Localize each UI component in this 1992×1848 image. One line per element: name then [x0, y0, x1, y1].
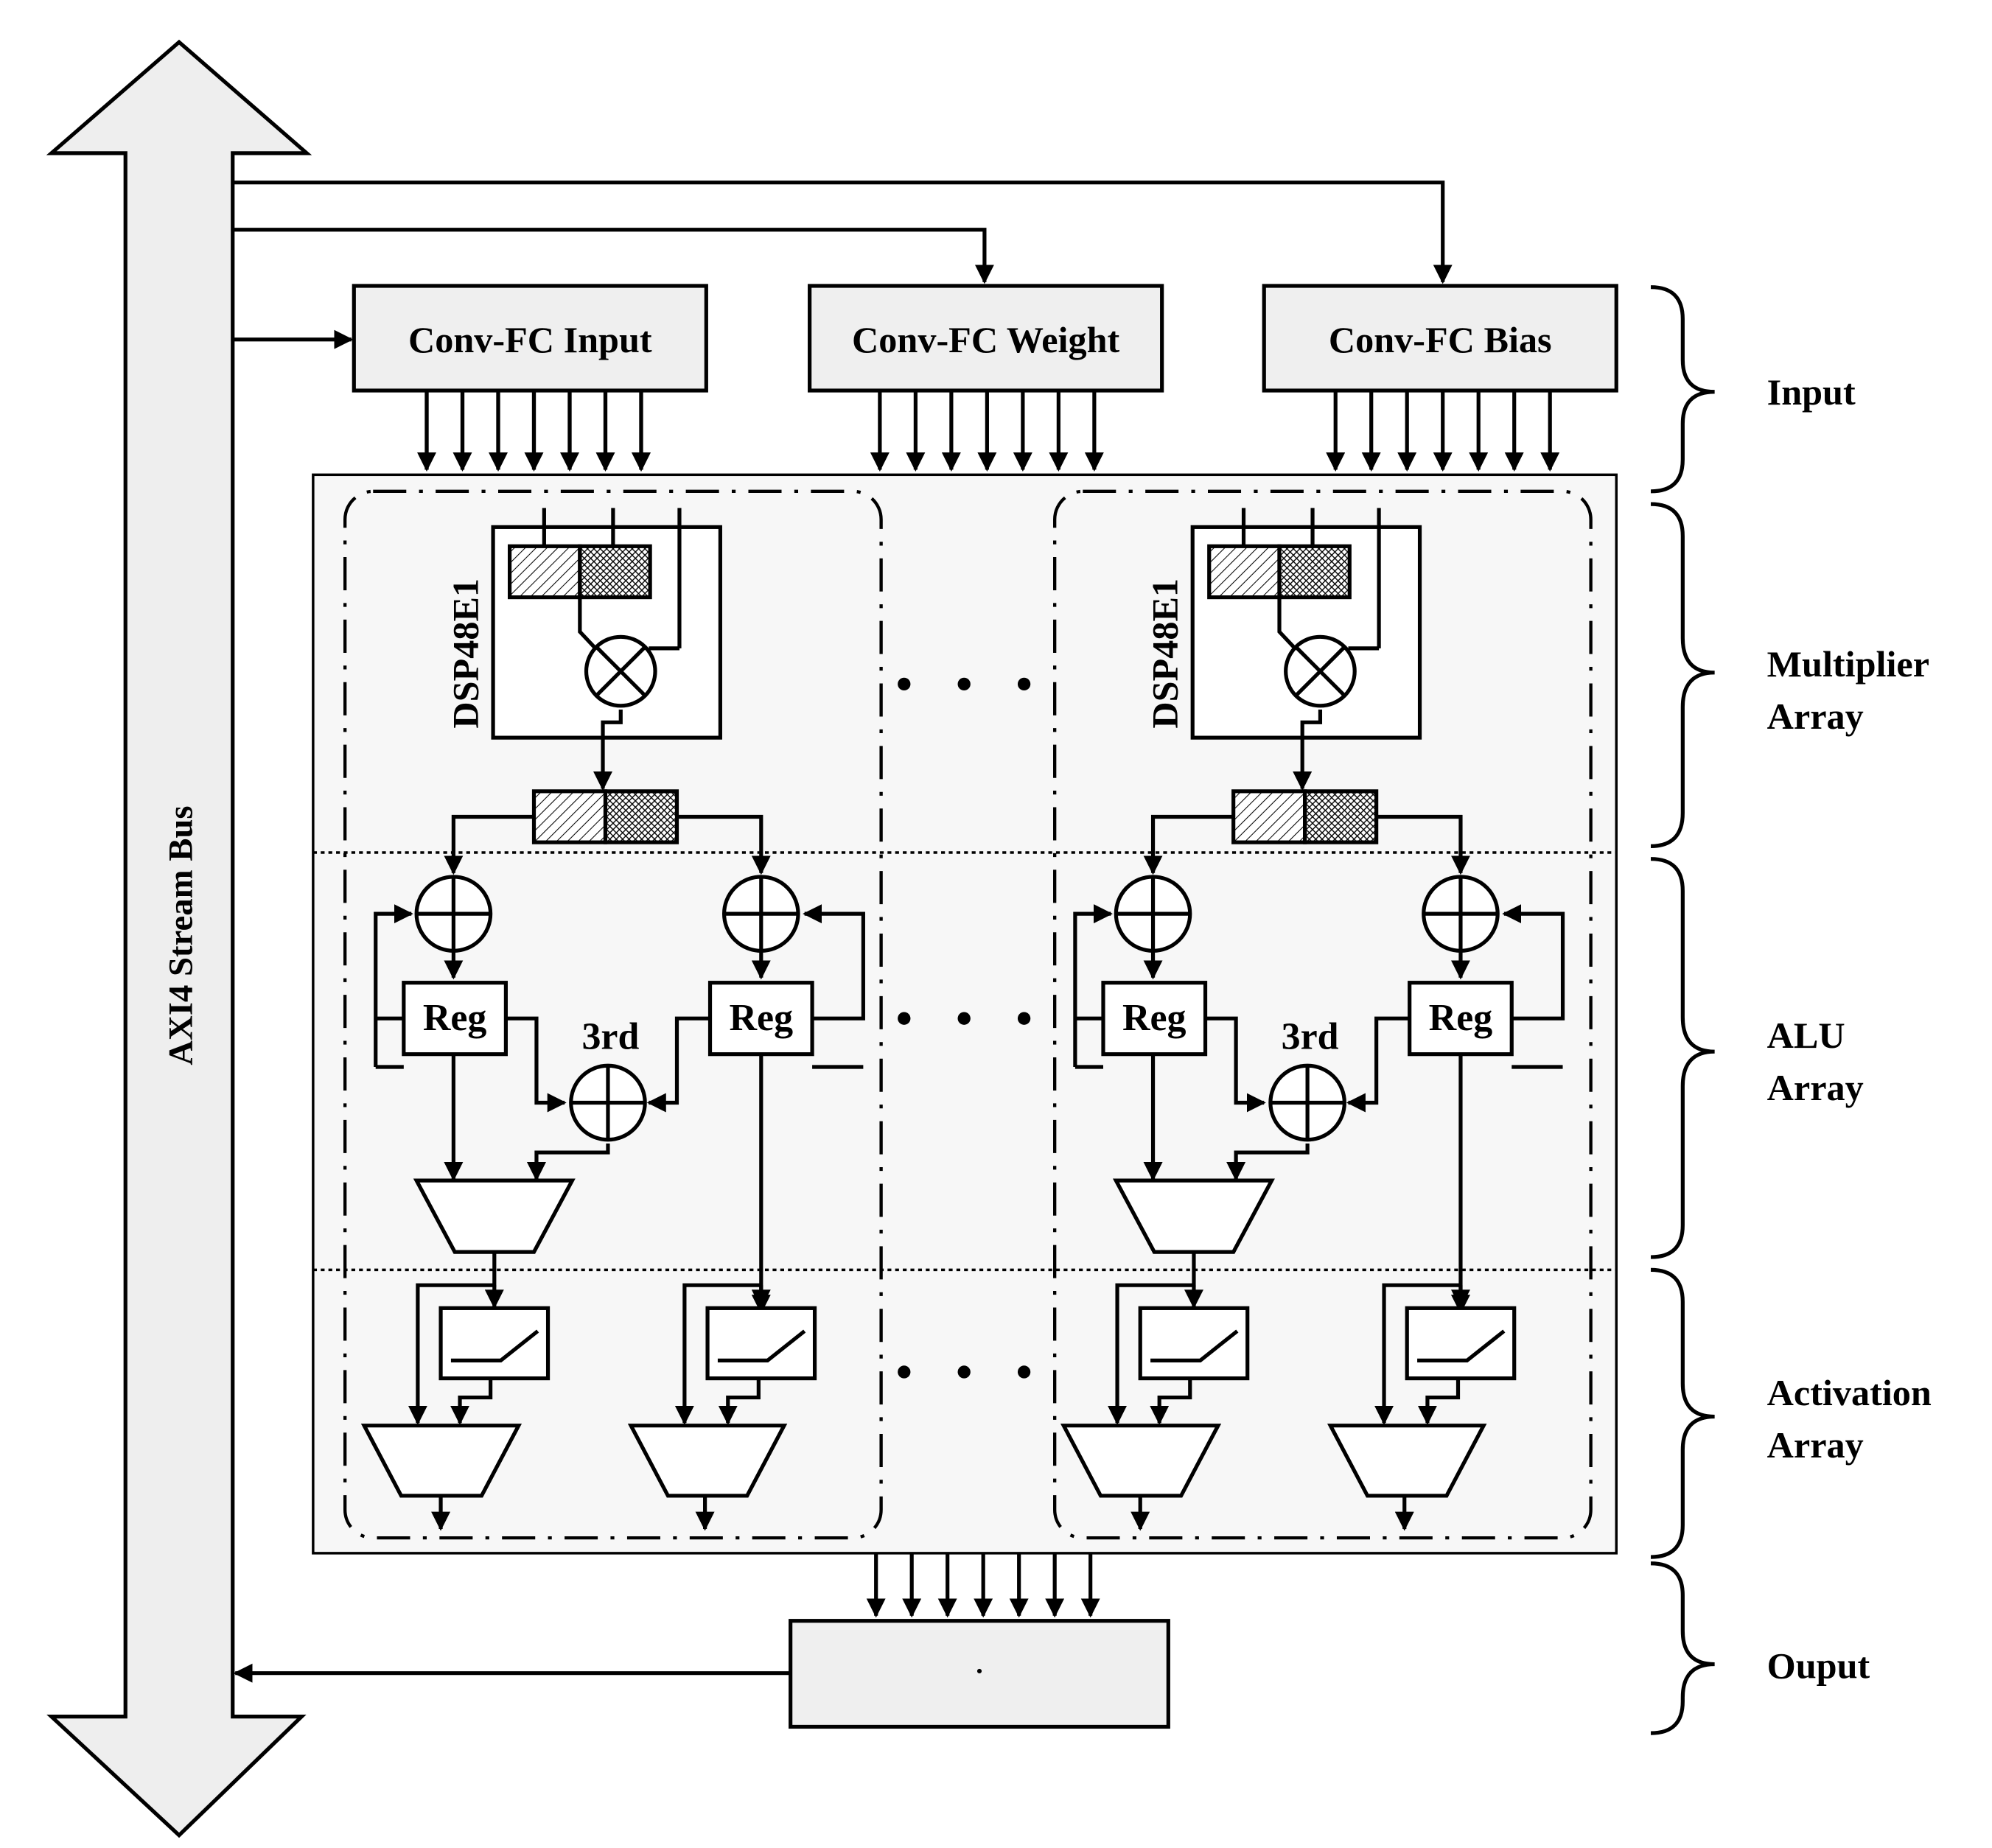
input-buffers: Conv-FC Input Conv-FC Weight Conv-FC Bia…	[352, 284, 1618, 393]
third-adder-icon	[569, 1063, 647, 1142]
multiplier-icon	[1284, 634, 1357, 708]
register-label: Reg	[730, 997, 794, 1039]
accumulator-register	[1101, 981, 1208, 1057]
processing-element: DSP48E1	[343, 489, 883, 1540]
activation-mux	[1327, 1424, 1487, 1498]
operand-register-a	[1207, 544, 1282, 600]
stage-label-alu-2: Array	[1767, 1067, 1864, 1108]
output-buffer-label: .	[976, 1649, 983, 1680]
buffer-fanout-arrows	[417, 391, 1560, 469]
activation-mux	[360, 1424, 523, 1498]
product-register-a	[1231, 789, 1307, 844]
alu-mux	[1112, 1178, 1275, 1254]
product-register-b	[603, 789, 679, 844]
brace-multiplier	[1650, 502, 1715, 848]
activation-mux	[627, 1424, 788, 1498]
stage-label-multiplier: Multiplier	[1767, 643, 1929, 685]
register-label: Reg	[423, 997, 487, 1039]
stage-label-alu: ALU	[1767, 1015, 1845, 1056]
axi4-stream-bus: AXI4 Stream Bus	[46, 39, 312, 1838]
register-label: Reg	[1122, 997, 1187, 1039]
pe-boundary	[1053, 489, 1593, 1540]
register-label: Reg	[1429, 997, 1493, 1039]
ellipsis-dots	[898, 677, 1031, 1379]
product-register-a	[531, 789, 608, 844]
conv-fc-input-box	[352, 284, 708, 393]
brace-alu	[1650, 857, 1715, 1259]
adder-icon	[1422, 875, 1500, 953]
operand-register-b	[1277, 544, 1352, 600]
bus-to-bias-line	[232, 181, 1453, 284]
dsp-label: DSP48E1	[1144, 578, 1185, 729]
third-adder-label: 3rd	[581, 1016, 639, 1058]
adder-icon	[414, 875, 493, 953]
output-fanin-arrows	[866, 1553, 1100, 1618]
accumulator-register	[707, 981, 814, 1057]
brace-output	[1650, 1561, 1715, 1735]
third-adder-label: 3rd	[1282, 1016, 1339, 1058]
stage-label-input: Input	[1767, 371, 1856, 413]
stage-label-activation-2: Array	[1767, 1424, 1864, 1466]
conv-fc-input-label: Conv-FC Input	[408, 319, 652, 360]
brace-activation	[1650, 1267, 1715, 1559]
conv-fc-bias-label: Conv-FC Bias	[1329, 319, 1552, 360]
stage-label-activation: Activation	[1767, 1372, 1932, 1413]
stage-label-output: Ouput	[1767, 1645, 1870, 1687]
alu-mux	[413, 1178, 576, 1254]
bus-label: AXI4 Stream Bus	[161, 805, 200, 1065]
conv-fc-weight-label: Conv-FC Weight	[852, 319, 1119, 360]
product-register-b	[1303, 789, 1379, 844]
stage-braces	[1650, 285, 1715, 1735]
relu-block	[438, 1306, 551, 1381]
bus-double-arrow	[46, 39, 312, 1838]
relu-block	[1138, 1306, 1250, 1381]
stage-label-multiplier-2: Array	[1767, 696, 1864, 737]
activation-mux	[1060, 1424, 1222, 1498]
relu-block	[705, 1306, 817, 1381]
pe-boundary	[343, 489, 883, 1540]
processing-element: DSP48E1	[1053, 489, 1593, 1540]
bus-to-buffer-lines	[232, 181, 1453, 349]
conv-fc-bias-box	[1262, 284, 1618, 393]
accumulator-register	[402, 981, 508, 1057]
relu-block	[1405, 1306, 1517, 1381]
operand-register-a	[507, 544, 582, 600]
operand-register-b	[578, 544, 652, 600]
adder-icon	[721, 875, 800, 953]
brace-input	[1650, 285, 1715, 494]
output-buffer-box	[789, 1619, 1170, 1729]
dsp-label: DSP48E1	[444, 578, 486, 729]
accumulator-register	[1408, 981, 1514, 1057]
bus-to-weight-line	[232, 228, 994, 284]
stage-labels: Input Multiplier Array ALU Array Activat…	[1767, 371, 1932, 1687]
third-adder-icon	[1268, 1063, 1346, 1142]
adder-icon	[1114, 875, 1192, 953]
multiplier-icon	[584, 634, 657, 708]
